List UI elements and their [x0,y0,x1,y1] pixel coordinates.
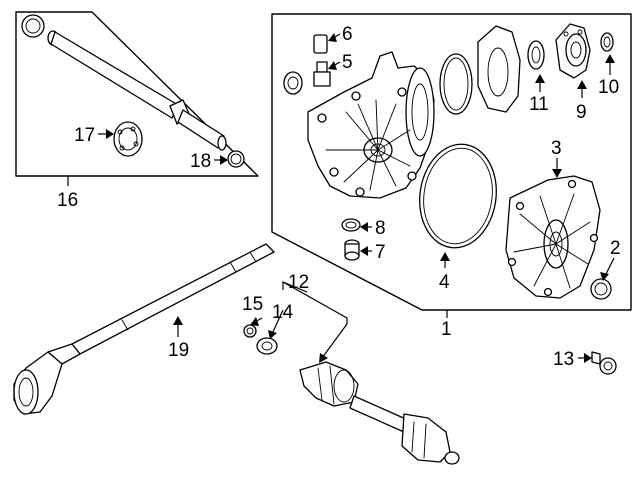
callout-11: 11 [529,94,549,115]
washer-part-14 [256,337,278,355]
callout-19: 19 [168,340,189,361]
leader-lines [67,33,615,363]
callout-3: 3 [551,138,562,159]
inset-inner-shaft [47,30,227,151]
housing-o-ring [439,53,473,115]
flange-part-9 [555,23,591,79]
callout-4: 4 [439,272,450,293]
callout-1: 1 [441,319,452,340]
o-ring-part-4 [419,143,497,249]
cv-axle-part-12 [299,361,460,465]
callout-labels: 1 2 3 4 5 6 7 8 9 10 11 12 13 14 15 16 1… [57,24,621,370]
callout-9: 9 [576,102,587,123]
inset-box-16 [15,11,259,177]
callout-2: 2 [610,238,621,259]
callout-14: 14 [272,302,294,323]
callout-18: 18 [190,151,211,172]
callout-10: 10 [598,77,619,98]
callout-13: 13 [553,349,574,370]
callout-12: 12 [288,272,309,293]
bearing-part-17 [113,121,143,157]
drive-shaft-part-19 [13,243,275,415]
seal-part-11 [527,40,545,70]
callout-15: 15 [242,294,263,315]
seal-part-10 [600,32,614,52]
callout-17: 17 [74,125,95,146]
housing-side-seal [283,71,303,95]
breather-part-5 [313,61,331,87]
plug-part-6 [313,34,328,54]
seal-part-2 [590,278,612,300]
flange-gasket [477,25,521,113]
differential-assembly-box-1 [271,13,632,311]
plug-part-7 [344,239,360,261]
callout-8: 8 [375,218,386,239]
callout-16: 16 [57,190,78,211]
bolt-part-13 [591,351,617,375]
callout-6: 6 [342,24,353,45]
snap-ring-part-18 [227,150,245,168]
differential-housing [307,51,435,199]
seal-part-8 [341,218,361,232]
ring-part-15 [243,324,257,338]
cover-part-3 [505,175,601,299]
callout-7: 7 [375,242,386,263]
callout-5: 5 [342,52,353,73]
inset-seal-ring [21,14,45,38]
